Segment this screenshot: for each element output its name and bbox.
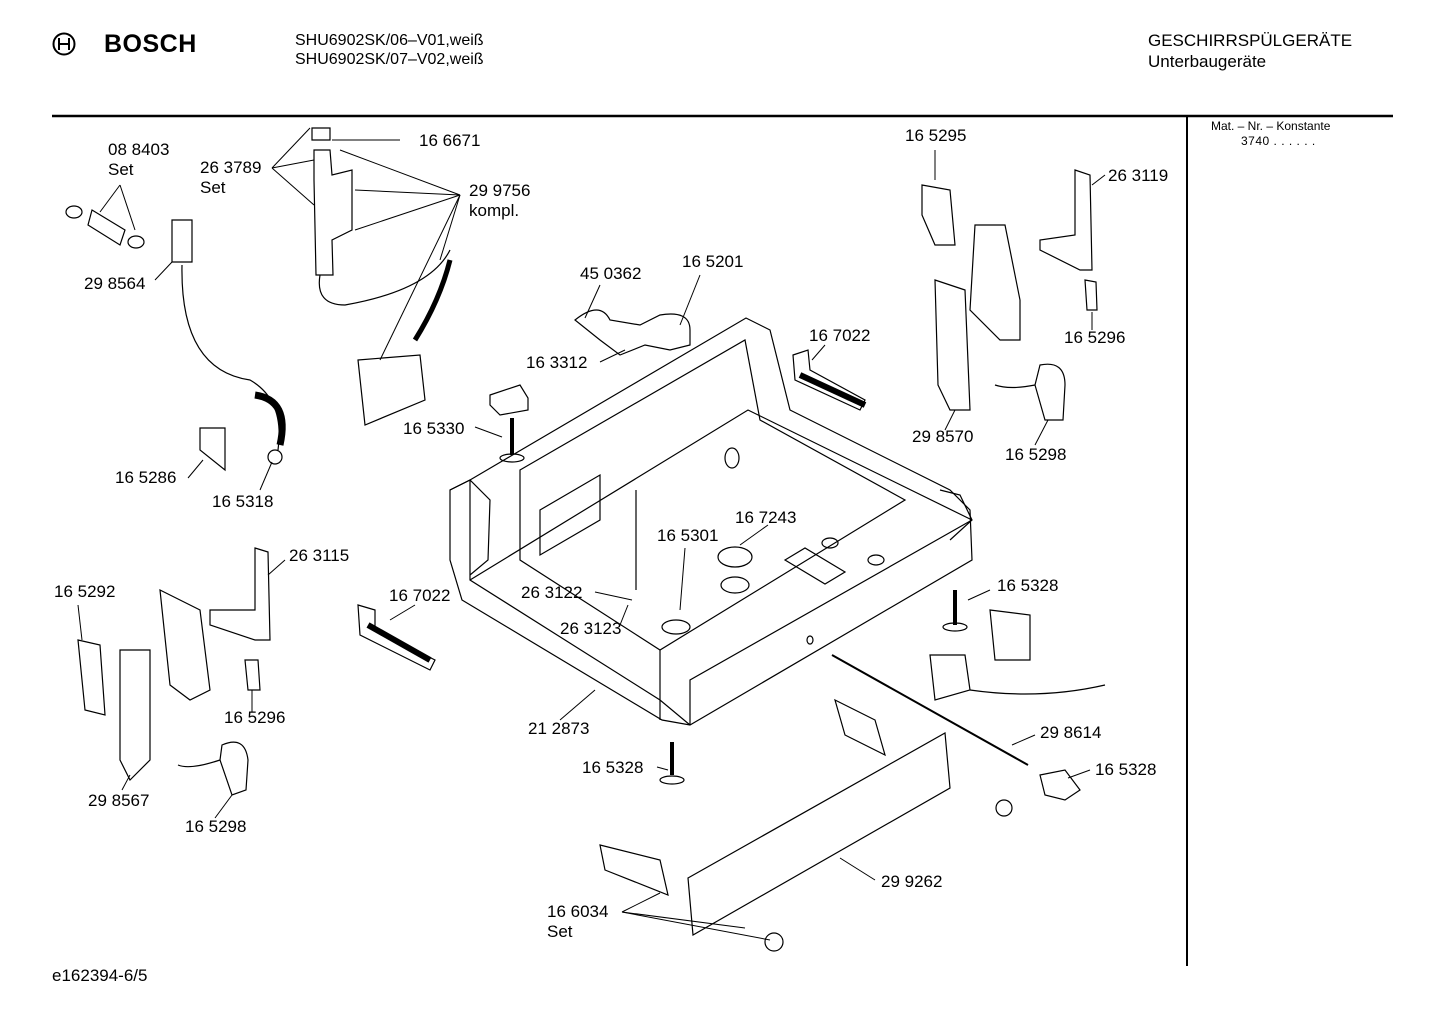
- part-label: 26 3123: [560, 619, 622, 638]
- part-label: 16 5330: [403, 419, 465, 438]
- part-label: 26 3122: [521, 583, 583, 602]
- part-label: 29 8567: [88, 791, 150, 810]
- part-label: 16 7022: [389, 586, 451, 605]
- right-hinge-drawing: [792, 169, 1098, 421]
- document-id: e162394-6/5: [52, 966, 148, 985]
- part-label: 26 3119: [1108, 166, 1169, 185]
- part-label: 16 5292: [54, 582, 116, 601]
- part-label: 16 5286: [115, 468, 177, 487]
- model-line-1: SHU6902SK/06–V01,weiß: [295, 32, 484, 49]
- brand-name: BOSCH: [104, 30, 197, 58]
- category-title: GESCHIRRSPÜLGERÄTE: [1148, 31, 1353, 50]
- part-label: 16 3312: [526, 353, 588, 372]
- subcategory-title: Unterbaugeräte: [1148, 52, 1267, 71]
- part-label: 16 6671: [419, 131, 481, 150]
- leader-lines: [77, 127, 1106, 941]
- part-label: 45 0362: [580, 264, 642, 283]
- hose-assembly-drawing: [65, 127, 453, 472]
- part-label: 16 5328: [997, 576, 1059, 595]
- part-label: 16 5328: [1095, 760, 1157, 779]
- material-number-label: Mat. – Nr. – Konstante: [1211, 119, 1331, 133]
- part-label: 21 2873: [528, 719, 590, 738]
- part-label: 29 8614: [1040, 723, 1102, 742]
- front-panel-drawing: [599, 698, 951, 936]
- part-label: 29 8570: [912, 427, 974, 446]
- base-tub-drawing: [449, 317, 973, 726]
- part-label: 16 5296: [1064, 328, 1126, 347]
- part-label: 29 8564: [84, 274, 146, 293]
- part-label: 16 5318: [212, 492, 274, 511]
- material-number-value: 3740 . . . . . .: [1241, 134, 1316, 148]
- part-label: 16 7022: [809, 326, 871, 345]
- part-label: 16 5201: [682, 252, 744, 271]
- part-label: 29 9262: [881, 872, 943, 891]
- part-label: 26 3115: [289, 546, 350, 565]
- part-label: 16 5298: [185, 817, 247, 836]
- part-label: 16 5295: [905, 126, 967, 145]
- bosch-logo-icon: [52, 32, 76, 56]
- center-parts-drawing: [489, 309, 1106, 952]
- part-label: 16 7243: [735, 508, 797, 527]
- part-label: 16 5296: [224, 708, 286, 727]
- model-line-2: SHU6902SK/07–V02,weiß: [295, 51, 484, 68]
- part-label: 16 5301: [657, 526, 719, 545]
- part-label: 16 5328: [582, 758, 644, 777]
- left-hinge-drawing: [77, 547, 436, 796]
- part-label: 16 5298: [1005, 445, 1067, 464]
